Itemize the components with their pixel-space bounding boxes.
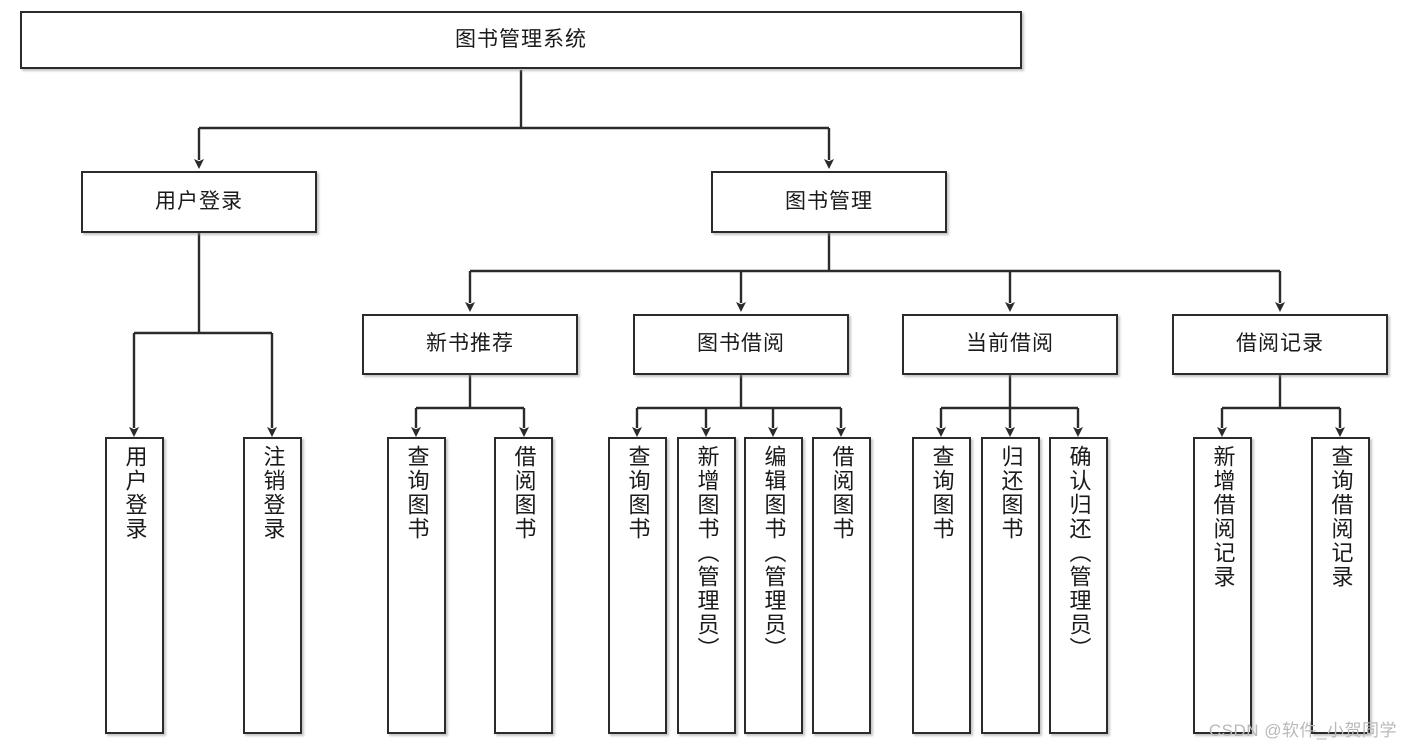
node-label: 用户登录 [155, 189, 243, 213]
leaf-borrow-add-book[interactable]: 新增图书（管理员） [677, 437, 736, 734]
node-label: 当前借阅 [966, 332, 1054, 356]
node-label: 注销登录 [260, 445, 286, 541]
node-current-borrow[interactable]: 当前借阅 [902, 314, 1118, 375]
node-label: 借阅图书 [829, 445, 855, 541]
node-book-management[interactable]: 图书管理 [711, 171, 947, 233]
node-book-borrow[interactable]: 图书借阅 [633, 314, 849, 375]
leaf-user-login-logout[interactable]: 注销登录 [243, 437, 302, 734]
node-label: 图书管理系统 [455, 27, 587, 51]
node-borrow-record[interactable]: 借阅记录 [1172, 314, 1388, 375]
node-label: 确认归还（管理员） [1066, 445, 1092, 661]
leaf-current-query[interactable]: 查询图书 [912, 437, 971, 734]
node-label: 新增图书（管理员） [694, 445, 720, 661]
node-label: 图书管理 [785, 189, 873, 213]
node-label: 借阅记录 [1236, 332, 1324, 356]
leaf-borrow-borrow-book[interactable]: 借阅图书 [812, 437, 871, 734]
node-root-library-system[interactable]: 图书管理系统 [20, 11, 1022, 69]
csdn-watermark: CSDN @软件_小贺同学 [1208, 721, 1397, 740]
leaf-user-login-login[interactable]: 用户登录 [105, 437, 164, 734]
leaf-record-query[interactable]: 查询借阅记录 [1311, 437, 1370, 734]
node-label: 查询图书 [404, 445, 430, 541]
node-new-book-recommend[interactable]: 新书推荐 [362, 314, 578, 375]
node-label: 查询借阅记录 [1328, 445, 1354, 589]
node-label: 查询图书 [929, 445, 955, 541]
leaf-borrow-edit-book[interactable]: 编辑图书（管理员） [744, 437, 803, 734]
leaf-record-add[interactable]: 新增借阅记录 [1193, 437, 1252, 734]
leaf-new-book-query[interactable]: 查询图书 [387, 437, 446, 734]
node-label: 借阅图书 [511, 445, 537, 541]
node-label: 图书借阅 [697, 332, 785, 356]
leaf-current-confirm-return[interactable]: 确认归还（管理员） [1049, 437, 1108, 734]
leaf-new-book-borrow[interactable]: 借阅图书 [494, 437, 553, 734]
node-label: 编辑图书（管理员） [761, 445, 787, 661]
node-label: 新书推荐 [426, 332, 514, 356]
node-label: 用户登录 [122, 445, 148, 541]
node-label: 新增借阅记录 [1210, 445, 1236, 589]
leaf-borrow-query[interactable]: 查询图书 [608, 437, 667, 734]
node-label: 归还图书 [998, 445, 1024, 541]
leaf-current-return[interactable]: 归还图书 [981, 437, 1040, 734]
node-user-login[interactable]: 用户登录 [81, 171, 317, 233]
node-label: 查询图书 [625, 445, 651, 541]
